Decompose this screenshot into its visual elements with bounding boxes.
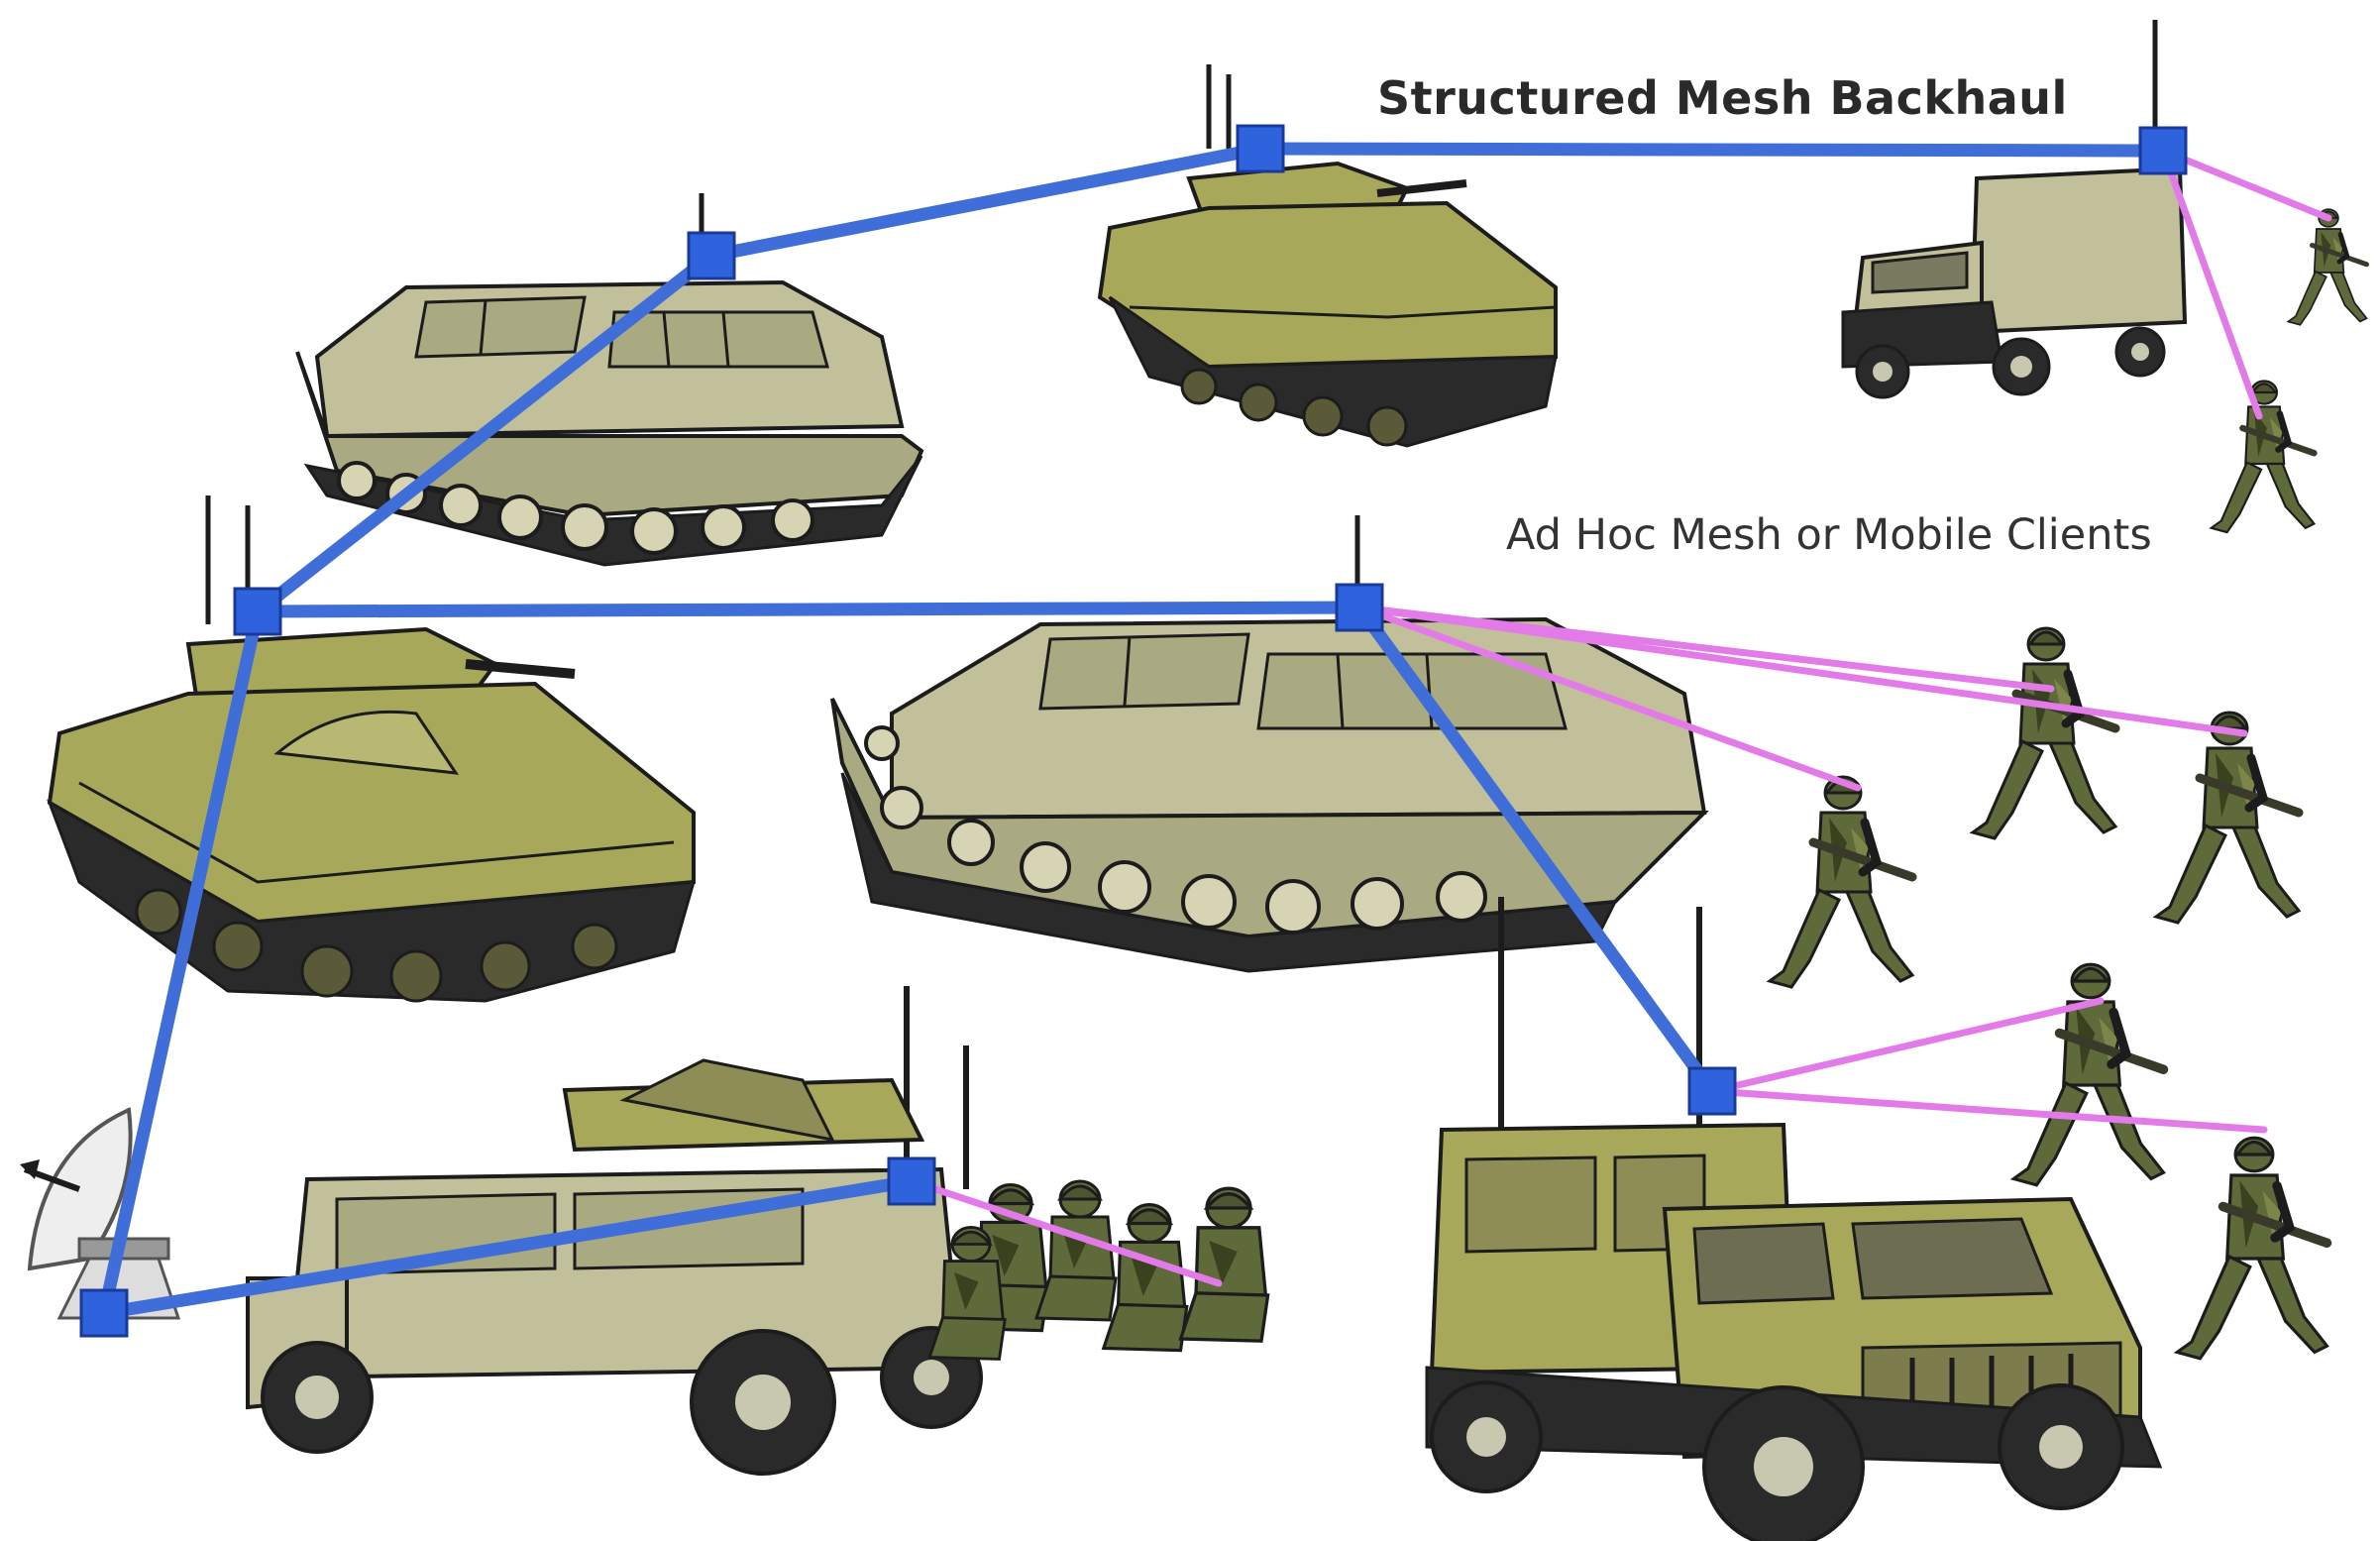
backhaul-link-carrier-top-tank-mid xyxy=(251,249,718,618)
mesh-node-tank-mid xyxy=(233,587,282,636)
soldier-7 xyxy=(2177,1138,2326,1359)
client-link-humvee-left-soldier-group xyxy=(908,1177,1223,1287)
ifv-tank-mid xyxy=(47,495,697,1003)
soldier-4 xyxy=(1973,628,2115,838)
backhaul-link-carrier-top-tank-top xyxy=(704,142,1267,263)
backhaul-link-tank-mid-carrier-mid xyxy=(251,601,1366,618)
backhaul-link-tank-mid-dish xyxy=(97,605,265,1320)
soldier-1 xyxy=(2288,209,2366,325)
tracked-carrier-top xyxy=(295,193,924,567)
backhaul-title: Structured Mesh Backhaul xyxy=(1377,71,2068,125)
mesh-node-dish xyxy=(79,1288,129,1338)
clients-label: Ad Hoc Mesh or Mobile Clients xyxy=(1506,510,2152,560)
client-link-truck-top-soldier-2 xyxy=(2159,147,2263,420)
mesh-node-tank-top xyxy=(1236,124,1285,173)
mesh-node-humvee-left xyxy=(887,1156,936,1206)
client-link-carrier-mid-soldier-3 xyxy=(1355,604,1862,792)
shelter-humvee xyxy=(1425,897,2163,1541)
client-link-humvee-right-soldier-6 xyxy=(1708,997,2105,1095)
mesh-nodes xyxy=(79,124,2188,1338)
client-link-humvee-right-soldier-7 xyxy=(1708,1087,2268,1134)
soldier-6 xyxy=(2013,964,2163,1185)
mesh-node-humvee-right xyxy=(1687,1066,1737,1116)
soldier-group xyxy=(927,1179,1270,1361)
backhaul-link-tank-top-truck-top xyxy=(1253,142,2170,158)
backhaul-link-carrier-mid-humvee-right xyxy=(1352,601,1719,1098)
backhaul-links xyxy=(97,142,2170,1320)
mesh-node-carrier-top xyxy=(687,231,736,280)
box-truck-humvee xyxy=(1841,20,2188,399)
mesh-node-carrier-mid xyxy=(1335,583,1384,632)
soldier-3 xyxy=(1770,777,1912,987)
mesh-node-truck-top xyxy=(2138,126,2188,175)
satellite-dish xyxy=(20,1107,181,1320)
tracked-carrier-mid xyxy=(830,515,1709,973)
soldier-2 xyxy=(2212,381,2315,532)
ifv-tank-top xyxy=(1097,64,1558,448)
backhaul-link-dish-humvee-left xyxy=(97,1174,919,1320)
client-link-truck-top-soldier-1 xyxy=(2159,147,2332,222)
soldier-5 xyxy=(2156,713,2299,923)
client-link-carrier-mid-soldier-5 xyxy=(1355,604,2248,737)
client-links xyxy=(908,147,2332,1287)
